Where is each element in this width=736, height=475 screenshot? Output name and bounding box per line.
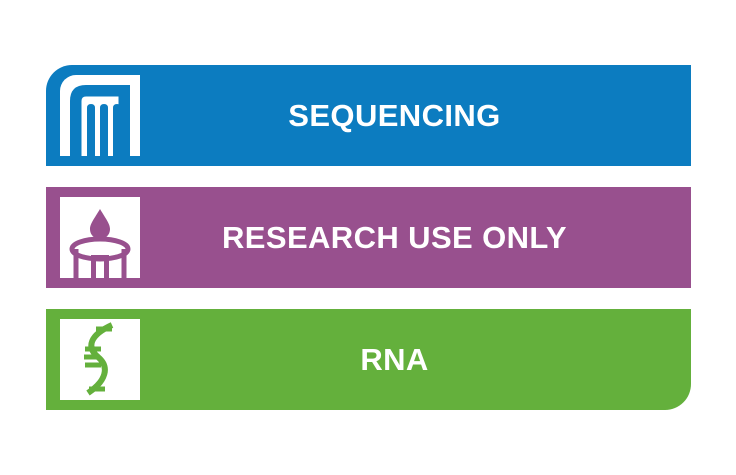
badge-label-sequencing: SEQUENCING <box>288 98 501 133</box>
badge-icon-panel-sequencing <box>46 65 140 166</box>
badge-label-area-rna: RNA <box>140 309 691 410</box>
badge-rna[interactable]: RNA <box>46 309 691 410</box>
icon-plate-rna <box>60 319 140 400</box>
sequencing-column-icon <box>70 85 130 156</box>
rna-strand-icon <box>84 322 114 396</box>
badge-icon-panel-research-use-only <box>46 187 140 288</box>
badge-sequencing[interactable]: SEQUENCING <box>46 65 691 166</box>
badge-label-area-sequencing: SEQUENCING <box>140 65 691 166</box>
icon-plate-research-use-only <box>60 197 140 278</box>
badge-label-rna: RNA <box>360 342 429 377</box>
badge-label-area-research-use-only: RESEARCH USE ONLY <box>140 187 691 288</box>
badge-icon-panel-rna <box>46 309 140 410</box>
icon-plate-sequencing <box>60 75 140 156</box>
badge-label-research-use-only: RESEARCH USE ONLY <box>222 220 567 255</box>
droplet-petri-dish-icon <box>69 209 131 278</box>
badge-research-use-only[interactable]: RESEARCH USE ONLY <box>46 187 691 288</box>
badge-stack: SEQUENCING RESEARCH US <box>46 65 691 410</box>
